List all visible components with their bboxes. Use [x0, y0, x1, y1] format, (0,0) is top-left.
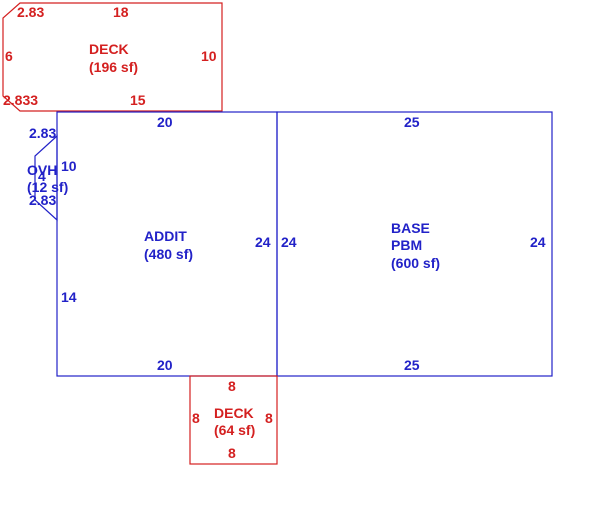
top-deck-dim-top-left-bevel: 2.83 — [17, 4, 44, 20]
bay-dim-top-bevel: 2.83 — [29, 125, 56, 141]
addit-area: 20 20 24 14 ADDIT (480 sf) — [56, 111, 278, 377]
addit-dim-right: 24 — [255, 234, 271, 250]
top-deck-dim-left: 6 — [5, 48, 13, 64]
top-deck-dim-top: 18 — [113, 4, 129, 20]
bottom-deck-area: 8 8 8 8 DECK (64 sf) — [189, 375, 278, 465]
bottom-deck-dim-top: 8 — [228, 378, 236, 394]
bay-dim-side: 10 — [61, 158, 77, 174]
base-outline — [276, 111, 553, 377]
top-deck-area: 2.83 18 6 10 2.833 15 DECK (196 sf) — [2, 2, 223, 112]
addit-name: ADDIT — [144, 228, 187, 244]
top-deck-dim-right: 10 — [201, 48, 217, 64]
base-name-line1: BASE — [391, 220, 430, 236]
addit-dim-bottom: 20 — [157, 357, 173, 373]
base-area-label: (600 sf) — [391, 255, 440, 271]
top-deck-name: DECK — [89, 41, 129, 57]
top-deck-area-label: (196 sf) — [89, 59, 138, 75]
bay-dim-bottom-bevel: 2.83 — [29, 192, 56, 208]
base-area: 25 25 24 24 BASE PBM (600 sf) — [276, 111, 553, 377]
bay-area-label: (12 sf) — [27, 179, 68, 195]
bay-outline — [34, 134, 58, 222]
bay-dim-inner: 4 — [38, 168, 46, 184]
base-dim-left: 24 — [281, 234, 297, 250]
top-deck-dim-bottom-left-bevel: 2.833 — [3, 92, 38, 108]
bottom-deck-dim-left: 8 — [192, 410, 200, 426]
bottom-deck-area-label: (64 sf) — [214, 422, 255, 438]
addit-dim-left: 14 — [61, 289, 77, 305]
base-dim-bottom: 25 — [404, 357, 420, 373]
addit-outline — [56, 111, 278, 377]
addit-area-label: (480 sf) — [144, 246, 193, 262]
bottom-deck-dim-bottom: 8 — [228, 445, 236, 461]
bottom-deck-name: DECK — [214, 405, 254, 421]
bottom-deck-dim-right: 8 — [265, 410, 273, 426]
bay-name: OVH — [27, 162, 57, 178]
top-deck-outline — [2, 2, 223, 112]
base-dim-right: 24 — [530, 234, 546, 250]
addit-dim-top: 20 — [157, 114, 173, 130]
base-dim-top: 25 — [404, 114, 420, 130]
bay-area: 2.83 10 4 2.83 OVH (12 sf) — [27, 125, 77, 222]
top-deck-dim-bottom: 15 — [130, 92, 146, 108]
base-name-line2: PBM — [391, 237, 422, 253]
bottom-deck-outline — [189, 375, 278, 465]
